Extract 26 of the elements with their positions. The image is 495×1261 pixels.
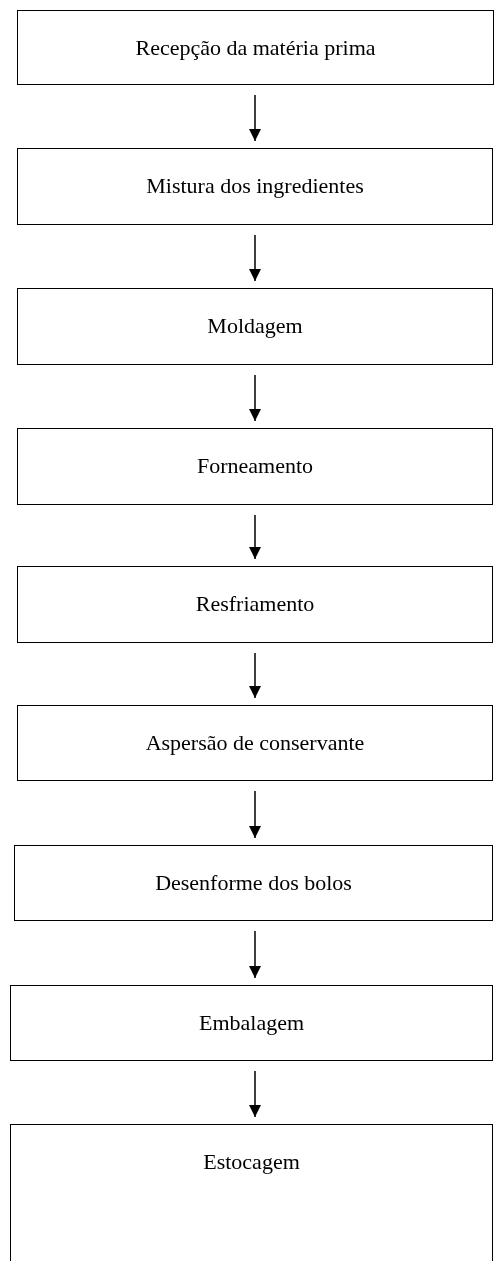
step-label: Embalagem — [197, 1009, 306, 1036]
arrow — [249, 790, 261, 839]
process-box — [17, 566, 493, 643]
arrow — [249, 652, 261, 699]
process-box — [10, 985, 493, 1061]
step-label: Aspersão de conservante — [144, 729, 366, 756]
step-label: Mistura dos ingredientes — [145, 172, 365, 199]
process-box — [17, 428, 493, 505]
arrow — [249, 234, 261, 282]
process-box — [14, 845, 493, 921]
step-label: Moldagem — [206, 312, 304, 339]
process-box — [17, 10, 494, 85]
step-label: Forneamento — [195, 452, 315, 479]
arrow — [249, 374, 261, 422]
process-box — [17, 705, 493, 781]
arrow — [249, 94, 261, 142]
step-label: Estocagem — [202, 1148, 301, 1175]
process-box — [10, 1124, 493, 1261]
arrow — [249, 930, 261, 979]
step-label: Recepção da matéria prima — [134, 34, 377, 61]
step-label: Resfriamento — [194, 590, 316, 617]
arrow — [249, 1070, 261, 1118]
step-label: Desenforme dos bolos — [154, 869, 353, 896]
arrow — [249, 514, 261, 560]
process-box — [17, 148, 493, 225]
process-box — [17, 288, 493, 365]
